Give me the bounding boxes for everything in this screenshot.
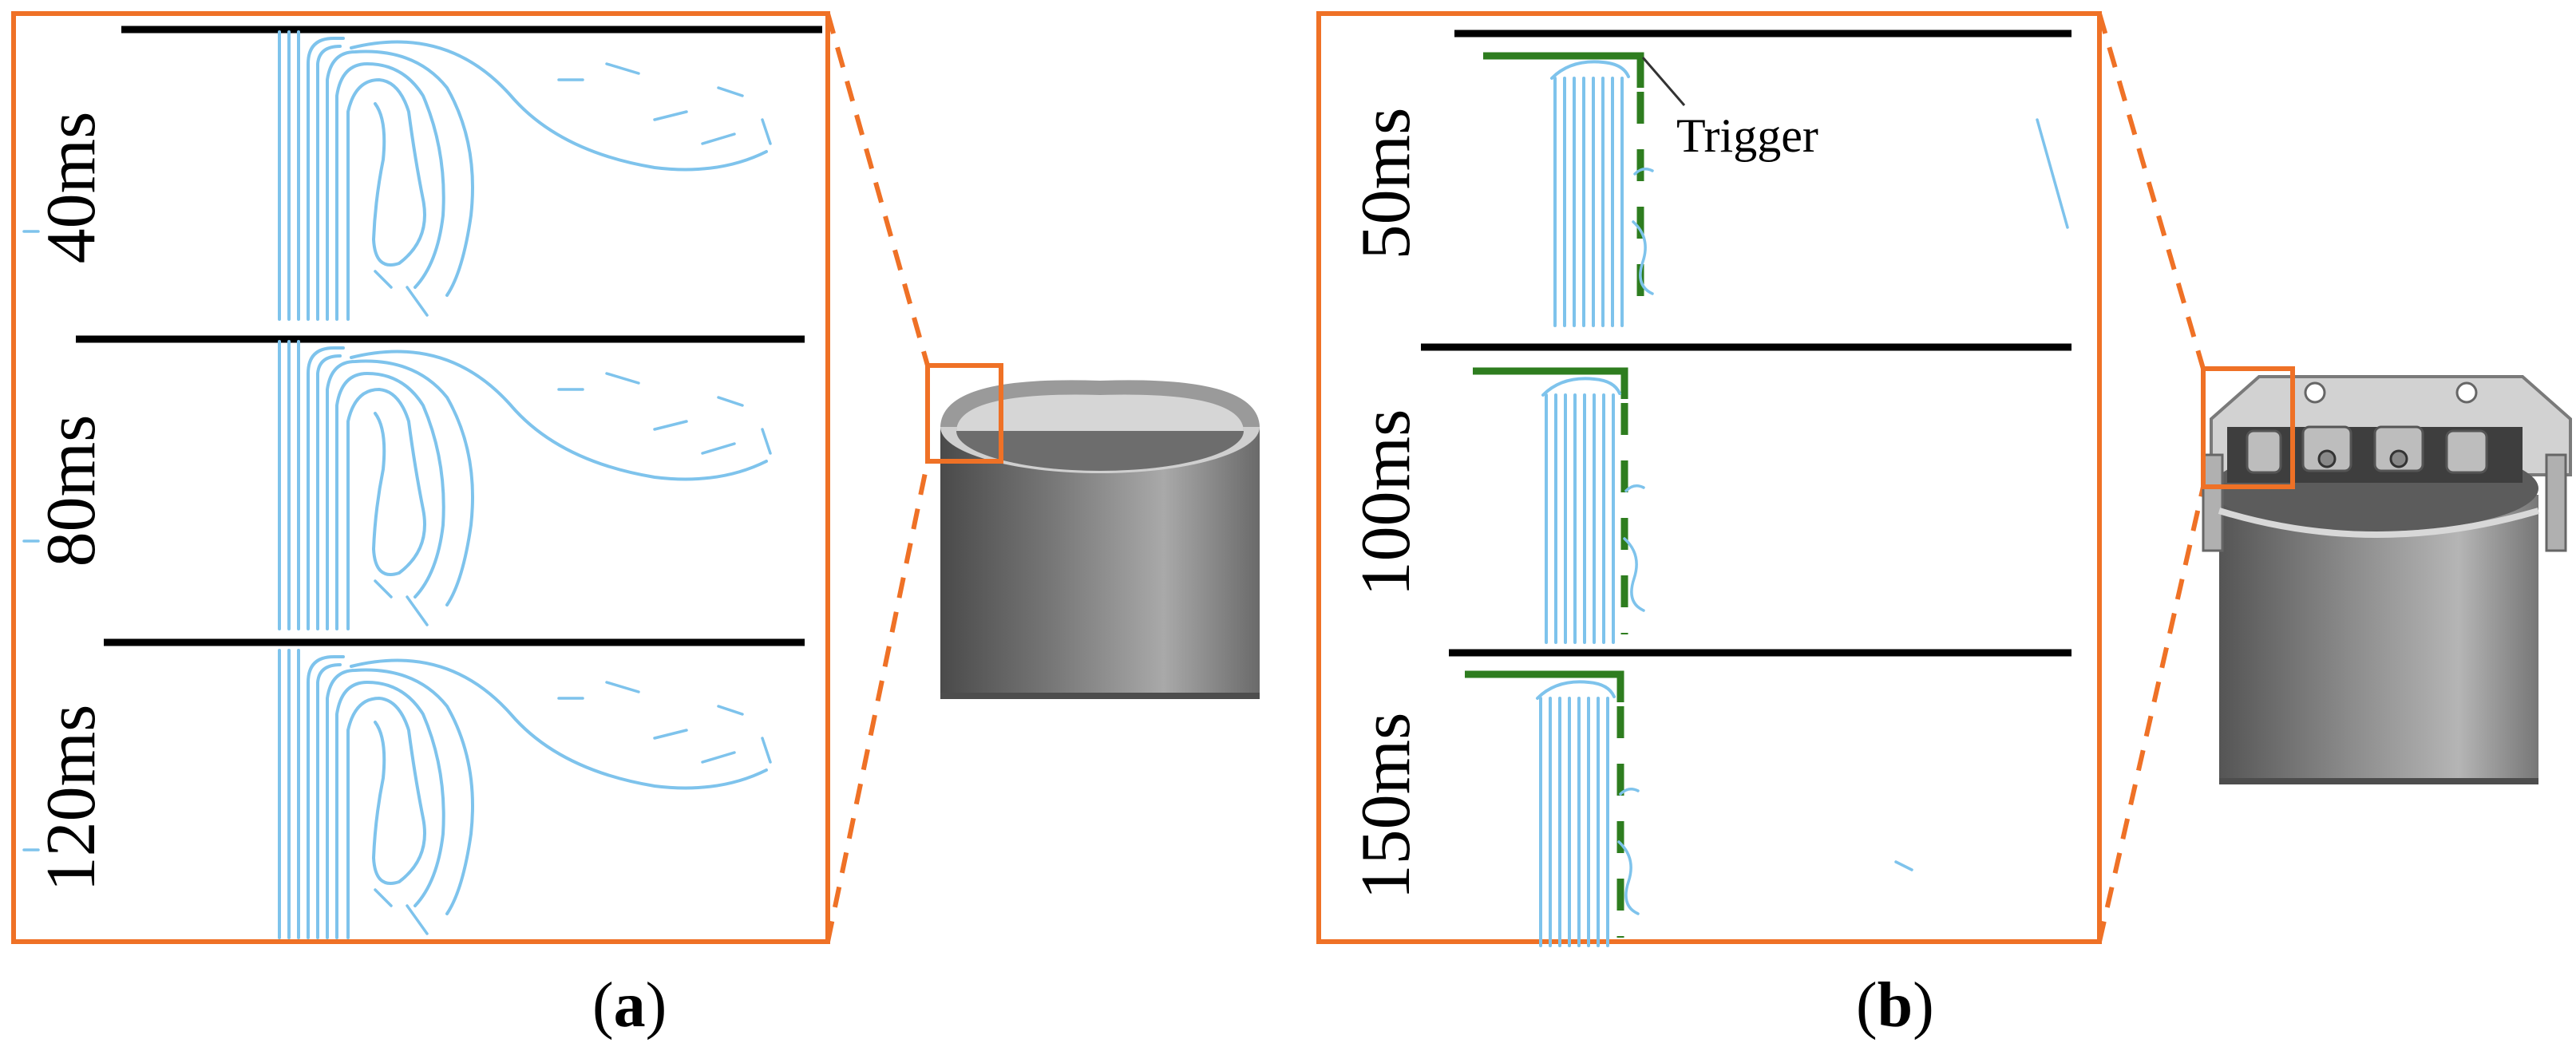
trigger-plate: [1465, 670, 1624, 702]
streamline-far: [2036, 118, 2069, 229]
zoom-leader-bottom: [2097, 486, 2206, 942]
streamlines: [22, 649, 772, 939]
panel-b-caption-letter: b: [1877, 970, 1913, 1041]
time-label: 40ms: [33, 112, 110, 264]
time-label: 120ms: [33, 705, 110, 892]
time-label: 100ms: [1347, 409, 1425, 597]
zoom-box-a: [925, 363, 1003, 464]
streamlines: [1541, 377, 1645, 644]
panel-b: Trigger 50ms 100ms 150ms: [1316, 11, 2572, 947]
panel-b-frame-150ms: 150ms: [1347, 649, 2071, 947]
panel-a-caption-letter: a: [613, 970, 646, 1041]
panel-a-caption: (a): [592, 970, 667, 1041]
time-label: 150ms: [1347, 713, 1425, 900]
trigger-plate: [1483, 52, 1644, 88]
pipe-illustration-a: [940, 380, 1260, 699]
panel-a-frame-120ms: 120ms: [22, 638, 805, 939]
trigger-pointer: [1641, 57, 1686, 106]
trigger-plate: [1473, 367, 1628, 399]
panel-a-frame: [11, 11, 830, 944]
zoom-box-b: [2201, 366, 2295, 489]
panel-b-frame-50ms: Trigger 50ms: [1347, 30, 2071, 327]
time-label: 50ms: [1347, 108, 1425, 260]
panel-a: 40ms 80ms 120ms: [11, 11, 1260, 944]
panel-a-frame-80ms: 80ms: [22, 335, 805, 630]
pipe-illustration-b: [2202, 375, 2572, 784]
streamlines: [22, 340, 772, 630]
zoom-leader-top: [2097, 13, 2206, 369]
panel-b-frame: [1316, 11, 2102, 944]
zoom-leader-bottom: [825, 460, 930, 942]
time-label: 80ms: [33, 415, 110, 567]
zoom-leader-top: [825, 13, 930, 366]
panel-b-frame-100ms: 100ms: [1347, 343, 2071, 644]
panel-a-frame-40ms: 40ms: [22, 26, 822, 321]
trigger-label: Trigger: [1676, 109, 1818, 162]
streamline-far: [1894, 860, 1913, 871]
streamlines: [22, 30, 772, 321]
panel-b-caption: (b): [1856, 970, 1934, 1041]
